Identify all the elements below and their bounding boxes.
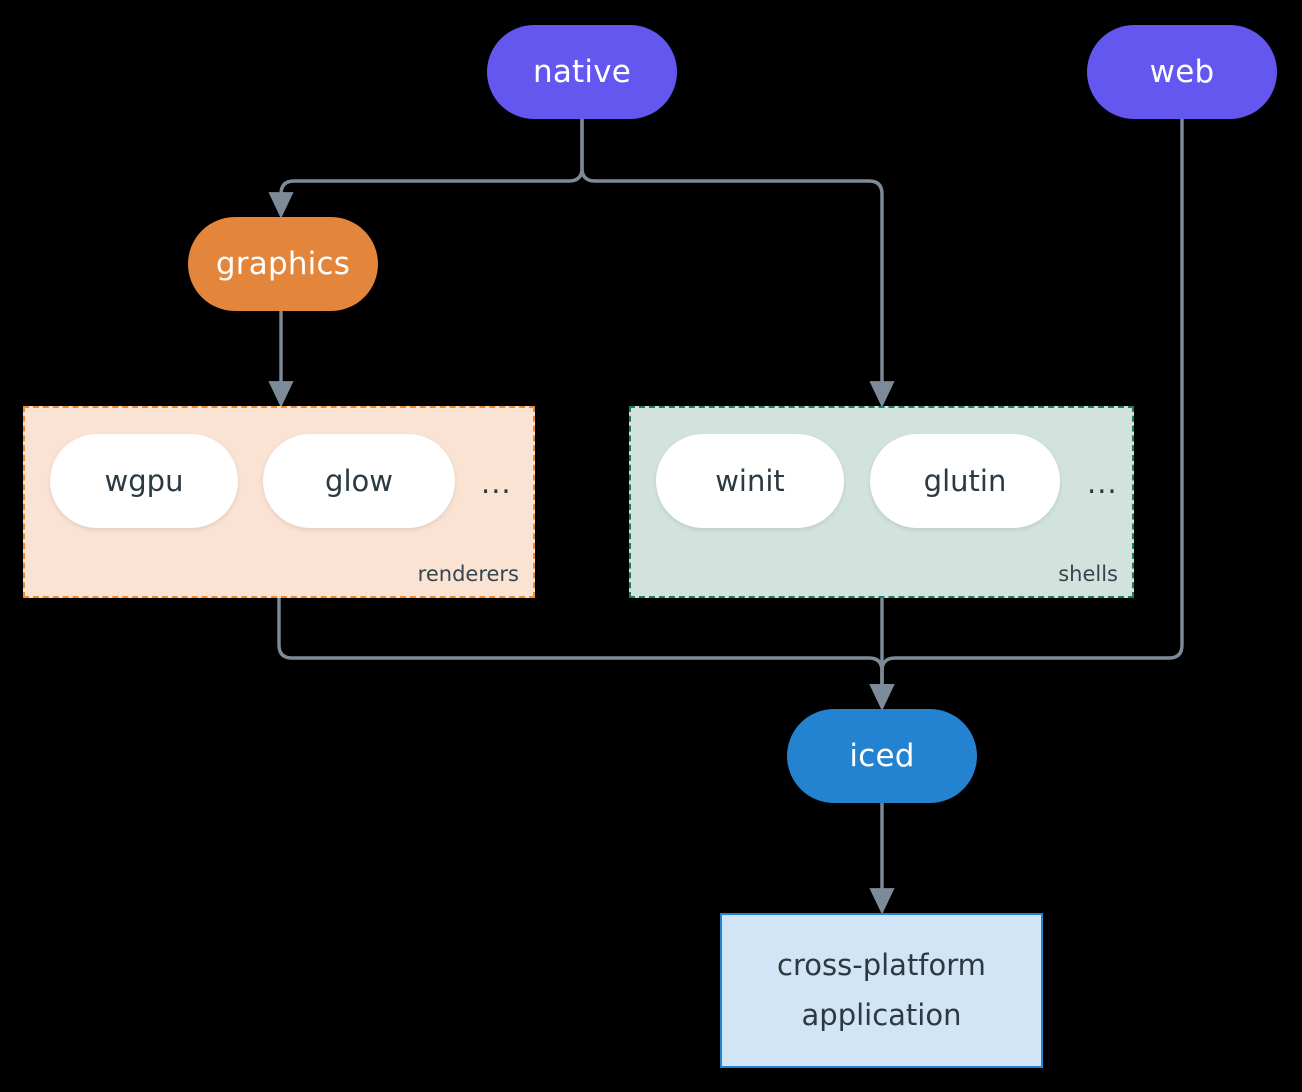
node-iced[interactable]: iced xyxy=(787,709,977,803)
edge-native-to-graphics xyxy=(268,117,584,219)
chip-glutin[interactable]: glutin xyxy=(870,434,1060,528)
chip-glow[interactable]: glow xyxy=(263,434,455,528)
node-graphics-label: graphics xyxy=(215,246,351,282)
node-graphics[interactable]: graphics xyxy=(188,217,378,311)
group-shells-label: shells xyxy=(1058,562,1118,586)
shells-overflow-ellipsis: ... xyxy=(1087,466,1118,500)
node-web[interactable]: web xyxy=(1087,25,1277,119)
node-web-label: web xyxy=(1149,54,1215,90)
chip-wgpu-label: wgpu xyxy=(104,464,184,498)
chip-winit-label: winit xyxy=(715,464,785,498)
edge-renderers-to-iced xyxy=(277,596,895,711)
node-native[interactable]: native xyxy=(487,25,677,119)
renderers-overflow-ellipsis: ... xyxy=(481,466,512,500)
application-label-line2: application xyxy=(801,997,962,1032)
group-renderers-label: renderers xyxy=(417,562,519,586)
edge-native-to-shells xyxy=(580,117,895,408)
node-cross-platform-application[interactable]: cross-platform application xyxy=(720,913,1043,1068)
chip-wgpu[interactable]: wgpu xyxy=(50,434,238,528)
node-iced-label: iced xyxy=(849,738,915,774)
chip-winit[interactable]: winit xyxy=(656,434,844,528)
application-label-line1: cross-platform xyxy=(777,947,986,982)
node-native-label: native xyxy=(532,54,632,90)
chip-glutin-label: glutin xyxy=(923,464,1007,498)
chip-glow-label: glow xyxy=(325,464,393,498)
